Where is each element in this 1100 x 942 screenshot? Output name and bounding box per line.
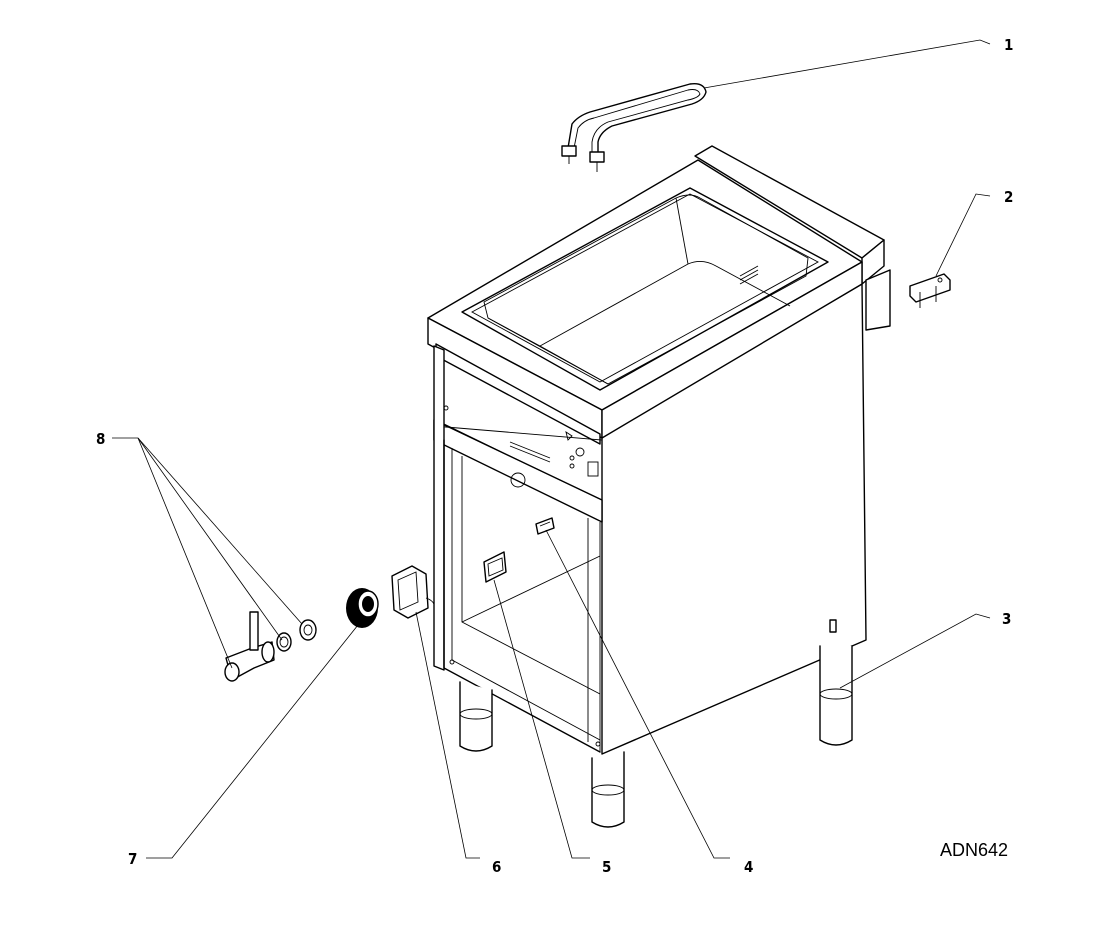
switch-part — [483, 551, 507, 583]
callout-3: 3 — [1002, 610, 1011, 628]
callout-labels: 1 2 3 4 5 6 7 8 — [96, 36, 1013, 876]
cabinet — [427, 145, 891, 828]
adjustable-foot-part — [829, 619, 837, 633]
heating-element-part — [561, 82, 707, 172]
bracket-part — [909, 273, 951, 308]
legs — [459, 645, 853, 828]
valve-fittings-part — [224, 611, 317, 682]
callout-1: 1 — [1004, 36, 1013, 54]
callout-6: 6 — [492, 858, 501, 876]
drawing-code: ADN642 — [940, 840, 1008, 860]
callout-8: 8 — [96, 430, 105, 448]
drain-slots — [739, 265, 759, 285]
indicator-light-part — [535, 517, 555, 535]
leader-lines — [112, 39, 991, 859]
knob-part — [346, 588, 379, 628]
callout-5: 5 — [602, 858, 611, 876]
callout-4: 4 — [744, 858, 753, 876]
thermostat-part — [391, 565, 435, 619]
callout-7: 7 — [128, 850, 137, 868]
callout-2: 2 — [1004, 188, 1013, 206]
